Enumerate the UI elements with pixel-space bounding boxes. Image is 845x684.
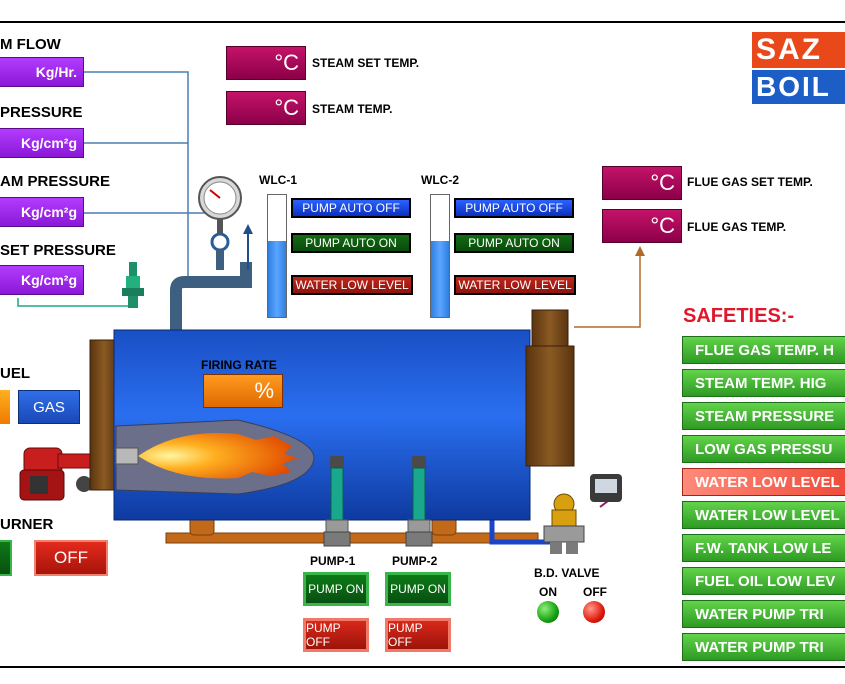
steam-flow-label: M FLOW bbox=[0, 36, 61, 53]
wlc-2-pump-auto-on: PUMP AUTO ON bbox=[454, 233, 574, 253]
flue-gas-temp-display: °C bbox=[602, 209, 682, 243]
bd-valve-off-button[interactable] bbox=[583, 601, 605, 623]
steam-temp-display: °C bbox=[226, 91, 306, 125]
safety-indicator: WATER PUMP TRI bbox=[682, 633, 845, 661]
steam-temp-label: STEAM TEMP. bbox=[312, 102, 393, 116]
wlc-1-pump-auto-off: PUMP AUTO OFF bbox=[291, 198, 411, 218]
company-logo: SAZ BOIL bbox=[752, 32, 845, 110]
bd-valve-on-button[interactable] bbox=[537, 601, 559, 623]
wlc-1-level-tube bbox=[267, 194, 287, 318]
wlc-1-water-level bbox=[268, 241, 286, 317]
pump-2-on-button[interactable]: PUMP ON bbox=[385, 572, 451, 606]
bottom-border bbox=[0, 666, 845, 668]
burner-off-button[interactable]: OFF bbox=[34, 540, 108, 576]
bd-valve-label: B.D. VALVE bbox=[534, 566, 600, 580]
burner-label: URNER bbox=[0, 516, 54, 533]
safety-indicator: STEAM TEMP. HIG bbox=[682, 369, 845, 397]
bd-valve-on-label: ON bbox=[539, 585, 557, 599]
gas-fuel-button[interactable]: GAS bbox=[18, 390, 80, 424]
pump-2-off-button[interactable]: PUMP OFF bbox=[385, 618, 451, 652]
am-pressure-display: Kg/cm²g bbox=[0, 197, 84, 227]
am-pressure-label: AM PRESSURE bbox=[0, 173, 111, 190]
burner-on-button[interactable] bbox=[0, 540, 12, 576]
flue-gas-set-temp-label: FLUE GAS SET TEMP. bbox=[687, 175, 813, 189]
pump-1-icon bbox=[323, 456, 351, 547]
logo-line-2: BOIL bbox=[752, 70, 845, 104]
bd-valve-off-label: OFF bbox=[583, 585, 607, 599]
pump-1-on-button[interactable]: PUMP ON bbox=[303, 572, 369, 606]
safety-indicator: STEAM PRESSURE bbox=[682, 402, 845, 430]
pump-1-off-button[interactable]: PUMP OFF bbox=[303, 618, 369, 652]
wlc-2-level-tube bbox=[430, 194, 450, 318]
safety-indicator: LOW GAS PRESSU bbox=[682, 435, 845, 463]
wlc-2-water-low-level: WATER LOW LEVEL bbox=[454, 275, 576, 295]
steam-set-temp-display[interactable]: °C bbox=[226, 46, 306, 80]
wlc-1-water-low-level: WATER LOW LEVEL bbox=[291, 275, 413, 295]
boiler-shell bbox=[89, 309, 575, 521]
wlc-1-pump-auto-on: PUMP AUTO ON bbox=[291, 233, 411, 253]
set-pressure-label: SET PRESSURE bbox=[0, 242, 116, 259]
logo-line-1: SAZ bbox=[752, 32, 845, 68]
safety-indicator: WATER LOW LEVEL bbox=[682, 468, 845, 496]
safety-indicator: FUEL OIL LOW LEV bbox=[682, 567, 845, 595]
flue-gas-temp-label: FLUE GAS TEMP. bbox=[687, 220, 787, 234]
pressure-display: Kg/cm²g bbox=[0, 128, 84, 158]
oil-fuel-button[interactable] bbox=[0, 390, 10, 424]
flue-gas-set-temp-display[interactable]: °C bbox=[602, 166, 682, 200]
pressure-gauge-icon bbox=[198, 176, 242, 270]
safety-indicator: FLUE GAS TEMP. H bbox=[682, 336, 845, 364]
wlc-2-water-level bbox=[431, 241, 449, 317]
safety-valve-icon bbox=[122, 262, 144, 308]
set-pressure-display[interactable]: Kg/cm²g bbox=[0, 265, 84, 295]
fuel-label: UEL bbox=[0, 365, 30, 382]
blowdown-valve-icon bbox=[543, 474, 622, 554]
wlc-1-title: WLC-1 bbox=[259, 173, 297, 187]
steam-set-temp-label: STEAM SET TEMP. bbox=[312, 56, 420, 70]
pump-2-label: PUMP-2 bbox=[392, 554, 438, 568]
pump-2-icon bbox=[405, 456, 433, 547]
wlc-2-title: WLC-2 bbox=[421, 173, 459, 187]
pressure-label: PRESSURE bbox=[0, 104, 83, 121]
top-border bbox=[0, 21, 845, 23]
safety-indicator: WATER PUMP TRI bbox=[682, 600, 845, 628]
safety-indicator: F.W. TANK LOW LE bbox=[682, 534, 845, 562]
safeties-title: SAFETIES:- bbox=[683, 305, 795, 327]
safety-indicator: WATER LOW LEVEL bbox=[682, 501, 845, 529]
wlc-2-pump-auto-off: PUMP AUTO OFF bbox=[454, 198, 574, 218]
steam-flow-display: Kg/Hr. bbox=[0, 57, 84, 87]
pump-1-label: PUMP-1 bbox=[310, 554, 356, 568]
firing-rate-label: FIRING RATE bbox=[201, 358, 277, 372]
firing-rate-display: % bbox=[203, 374, 283, 408]
